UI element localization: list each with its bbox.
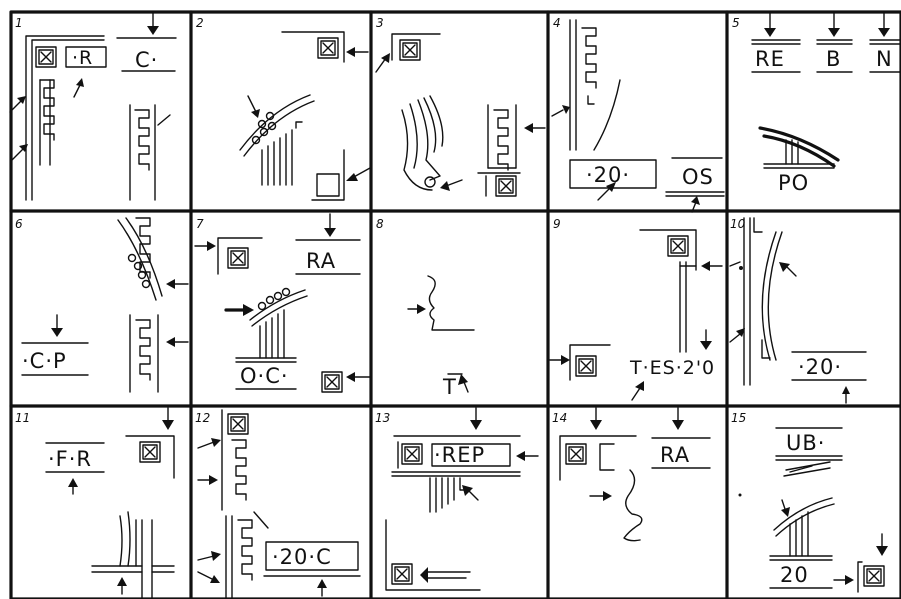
box-symbol [668,236,688,256]
meander-symbol [232,440,246,500]
panel-number: 15 [731,411,746,425]
panel-5: RE B N PO [752,13,901,195]
label-os: OS [682,165,714,189]
panel-13: ·REP [386,408,538,590]
panel-number: 2 [196,16,204,30]
panel-number: 4 [553,16,561,30]
panel-number: 12 [195,411,210,425]
label-r: ·R [72,47,93,69]
panel-number: 14 [552,411,567,425]
label-ra: RA [306,249,336,273]
box-symbol [140,442,160,462]
panel-11: ·F·R [46,408,174,599]
panel-10: ·20· [730,218,866,403]
box-symbol [566,444,586,464]
panel-1: ·R C· [10,12,176,200]
panel-number: 9 [553,217,561,231]
label-ra: RA [660,443,690,467]
label-b: B [826,47,841,71]
label-po: PO [778,171,809,195]
panel-grid [11,12,901,599]
panel-number: 1 [15,16,23,30]
box-symbol [402,444,422,464]
box-symbol [322,372,342,392]
label-20: 20 [780,563,809,587]
box-symbol [228,248,248,268]
label-n: N [876,47,893,71]
meander-symbol [494,110,508,170]
box-symbol [400,40,420,60]
box-symbol [496,176,516,196]
panel-14: RA [560,408,710,541]
label-tes20: T·ES·2'0 [629,357,715,379]
panel-number: 7 [196,217,204,231]
panel-number: 6 [15,217,23,231]
label-re: RE [755,47,785,71]
panel-15: UB· 20 [739,428,889,592]
label-cp: ·C·P [22,349,67,373]
meander-symbol [136,320,150,380]
panel-8: T [408,276,474,399]
panel-12: ·20·C [198,410,360,599]
label-ub: UB· [786,431,825,455]
panel-3 [376,34,545,196]
panel-number: 8 [376,217,384,231]
label-fr: ·F·R [48,447,92,471]
panel-number: 3 [376,16,384,30]
panel-4: ·20· OS [552,20,724,212]
meander-symbol [135,110,149,170]
label-20: ·20· [586,163,630,187]
panel-9: T·ES·2'0 [550,230,722,400]
panel-2 [240,32,370,200]
label-t: T [442,375,457,399]
panel-6: ·C·P [22,218,188,392]
box-symbol [392,564,412,584]
panel-number: 11 [15,411,30,425]
meander-symbol [238,520,252,580]
label-c: C· [135,48,158,72]
label-rep: ·REP [434,443,485,467]
label-oc: O·C· [240,364,289,388]
panel-number: 10 [730,217,746,231]
panel-7: RA O·C· [195,214,370,392]
box-symbol [36,47,56,67]
box-symbol [318,38,338,58]
box-symbol [228,414,248,434]
label-20: ·20· [798,355,842,379]
meander-symbol [40,80,54,140]
panel-number: 5 [732,16,740,30]
box-symbol [576,356,596,376]
panel-number: 13 [375,411,390,425]
label-20c: ·20·C [272,545,332,569]
meander-symbol [582,28,596,88]
box-symbol [864,566,884,586]
